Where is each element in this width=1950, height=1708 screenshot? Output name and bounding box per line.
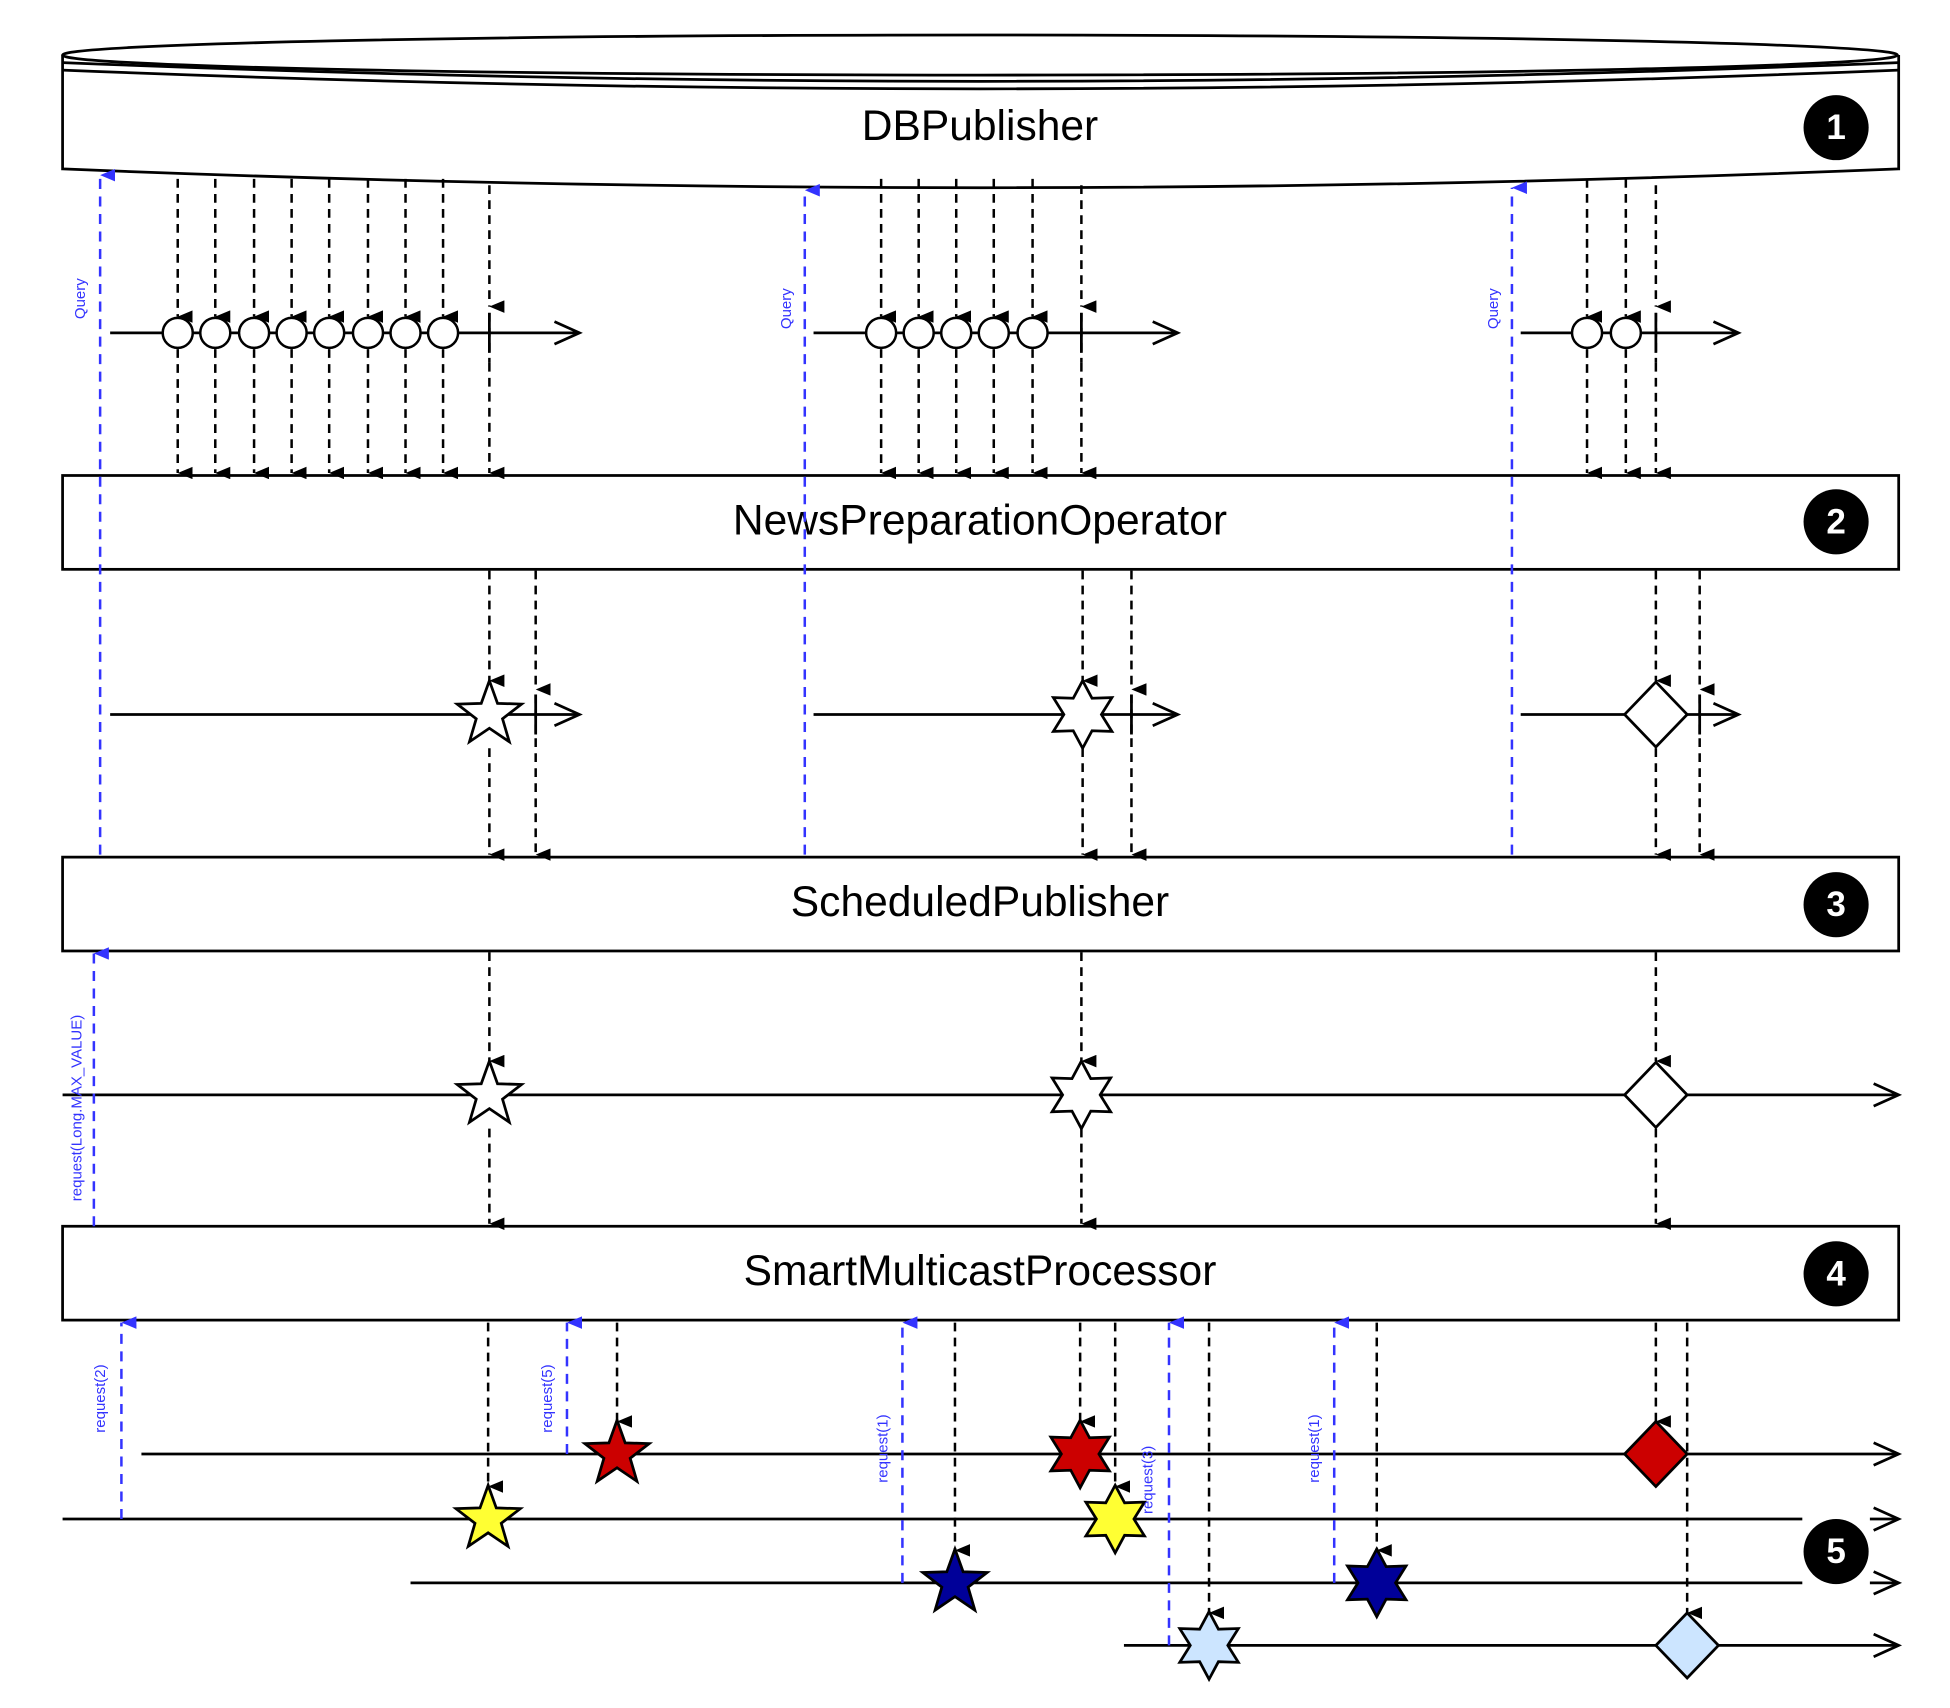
request-label-4: request(3)	[1140, 1446, 1157, 1514]
svg-text:2: 2	[1826, 502, 1845, 541]
six-point-star-icon	[1177, 1608, 1241, 1683]
request-label-2: request(5)	[539, 1364, 556, 1432]
badge-4: 4	[1803, 1241, 1869, 1307]
timeline-arrowhead	[1152, 701, 1182, 727]
item-circle	[161, 316, 194, 350]
item-circle	[426, 316, 460, 350]
item-circle	[1609, 316, 1643, 350]
five-point-star-icon	[580, 1416, 654, 1485]
six-point-star-icon	[1083, 1482, 1147, 1556]
diamond-icon	[1622, 1060, 1690, 1130]
item-circle	[864, 316, 898, 350]
timeline-arrowhead	[553, 701, 583, 727]
diamond-icon	[1653, 1610, 1721, 1680]
item-circle	[275, 316, 308, 350]
six-point-star-icon	[1050, 677, 1115, 752]
request-label-3: request(1)	[874, 1414, 891, 1482]
timeline-arrowhead	[1712, 320, 1742, 346]
six-point-star-icon	[1048, 1417, 1112, 1491]
timeline-arrowhead	[1873, 1441, 1903, 1467]
request-long-max-label: request(Long.MAX_VALUE)	[68, 1015, 85, 1201]
five-point-star-icon	[918, 1545, 992, 1614]
timeline-arrowhead	[1712, 701, 1742, 727]
timeline-arrowhead	[1873, 1506, 1903, 1532]
svg-text:4: 4	[1826, 1254, 1846, 1293]
item-circle	[977, 316, 1011, 350]
db-publisher-title: DBPublisher	[862, 102, 1098, 150]
six-point-star-icon	[1049, 1058, 1114, 1132]
badge-1: 1	[1803, 95, 1869, 161]
five-point-star-icon	[453, 1057, 526, 1126]
svg-text:3: 3	[1826, 885, 1845, 924]
badge-3: 3	[1803, 872, 1869, 938]
timeline-arrowhead	[1873, 1570, 1903, 1596]
item-circle	[902, 316, 935, 350]
badge-2: 2	[1803, 489, 1869, 555]
timeline-arrowhead	[1873, 1632, 1903, 1658]
query-label-3: Query	[1485, 288, 1502, 329]
item-circle	[237, 316, 271, 350]
timeline-arrowhead	[1152, 320, 1182, 346]
scheduled-publisher-title: ScheduledPublisher	[791, 878, 1169, 926]
db-publisher: DBPublisher 1	[61, 33, 1901, 190]
request-label-5: request(1)	[1306, 1414, 1323, 1482]
item-circle	[1570, 316, 1604, 350]
query-label-1: Query	[72, 278, 89, 319]
news-preparation-operator: NewsPreparationOperator 2	[61, 474, 1901, 571]
item-circle	[939, 316, 973, 350]
item-circle	[351, 316, 385, 350]
item-circle	[312, 316, 346, 350]
timeline-arrowhead	[1873, 1082, 1903, 1108]
svg-text:5: 5	[1826, 1532, 1845, 1571]
five-point-star-icon	[452, 1481, 525, 1550]
item-circle	[1016, 316, 1049, 350]
badge-5: 5	[1802, 1516, 1870, 1587]
item-circle	[389, 316, 422, 350]
six-point-star-icon	[1344, 1546, 1409, 1620]
smart-multicast-processor: SmartMulticastProcessor 4	[61, 1224, 1901, 1322]
svg-text:1: 1	[1826, 108, 1845, 147]
five-point-star-icon	[453, 676, 526, 746]
timeline-arrowhead	[553, 320, 583, 346]
smart-multicast-processor-title: SmartMulticastProcessor	[744, 1247, 1217, 1295]
diamond-icon	[1622, 1419, 1690, 1489]
scheduled-publisher: ScheduledPublisher 3	[61, 855, 1901, 953]
item-circle	[199, 316, 232, 350]
diamond-icon	[1622, 679, 1690, 750]
request-label-1: request(2)	[92, 1364, 109, 1432]
query-label-2: Query	[778, 288, 795, 329]
news-preparation-operator-title: NewsPreparationOperator	[733, 496, 1227, 544]
